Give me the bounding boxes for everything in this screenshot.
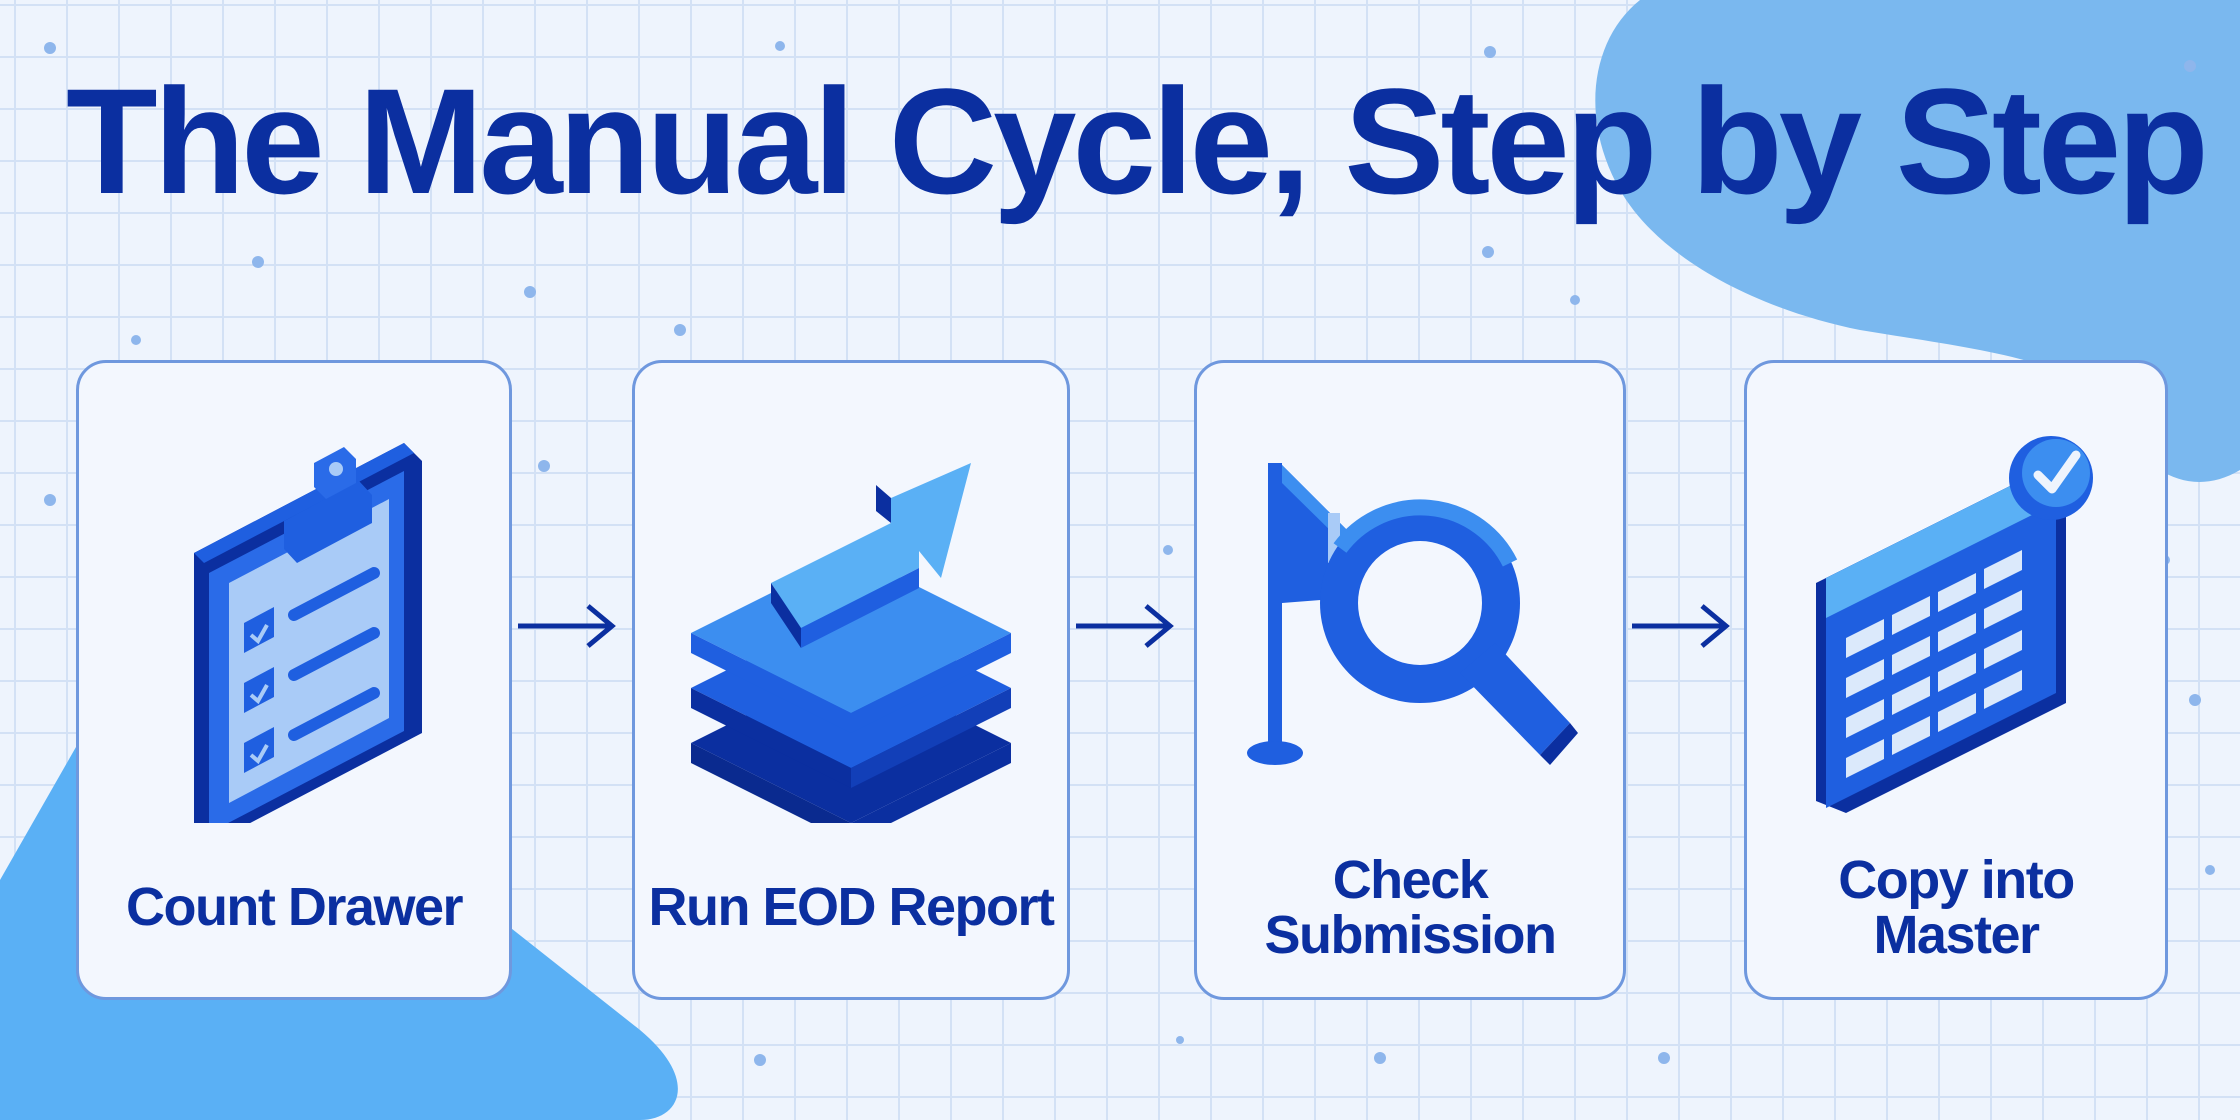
spreadsheet-check-icon [1816, 436, 2093, 813]
step-label-count-drawer: Count Drawer [125, 877, 464, 938]
step-card-check-submission: Check Submission [1194, 360, 1626, 1000]
step-label-check-submission: Check Submission [1264, 849, 1557, 965]
clipboard-checklist-icon [194, 443, 422, 823]
step-label-copy-into-master: Copy into Master [1838, 849, 2075, 965]
page-title: The Manual Cycle, Step by Step [66, 57, 2209, 225]
flag-magnifier-icon [1247, 463, 1578, 765]
step-card-count-drawer: Count Drawer [76, 360, 512, 1000]
layered-report-arrow-icon [691, 463, 1011, 823]
step-card-run-eod-report: Run EOD Report [632, 360, 1070, 1000]
step-card-copy-into-master: Copy into Master [1744, 360, 2168, 1000]
step-label-run-eod-report: Run EOD Report [648, 877, 1056, 938]
arrow-right-icon [1076, 604, 1174, 648]
arrow-right-icon [1632, 604, 1730, 648]
arrow-right-icon [518, 604, 616, 648]
